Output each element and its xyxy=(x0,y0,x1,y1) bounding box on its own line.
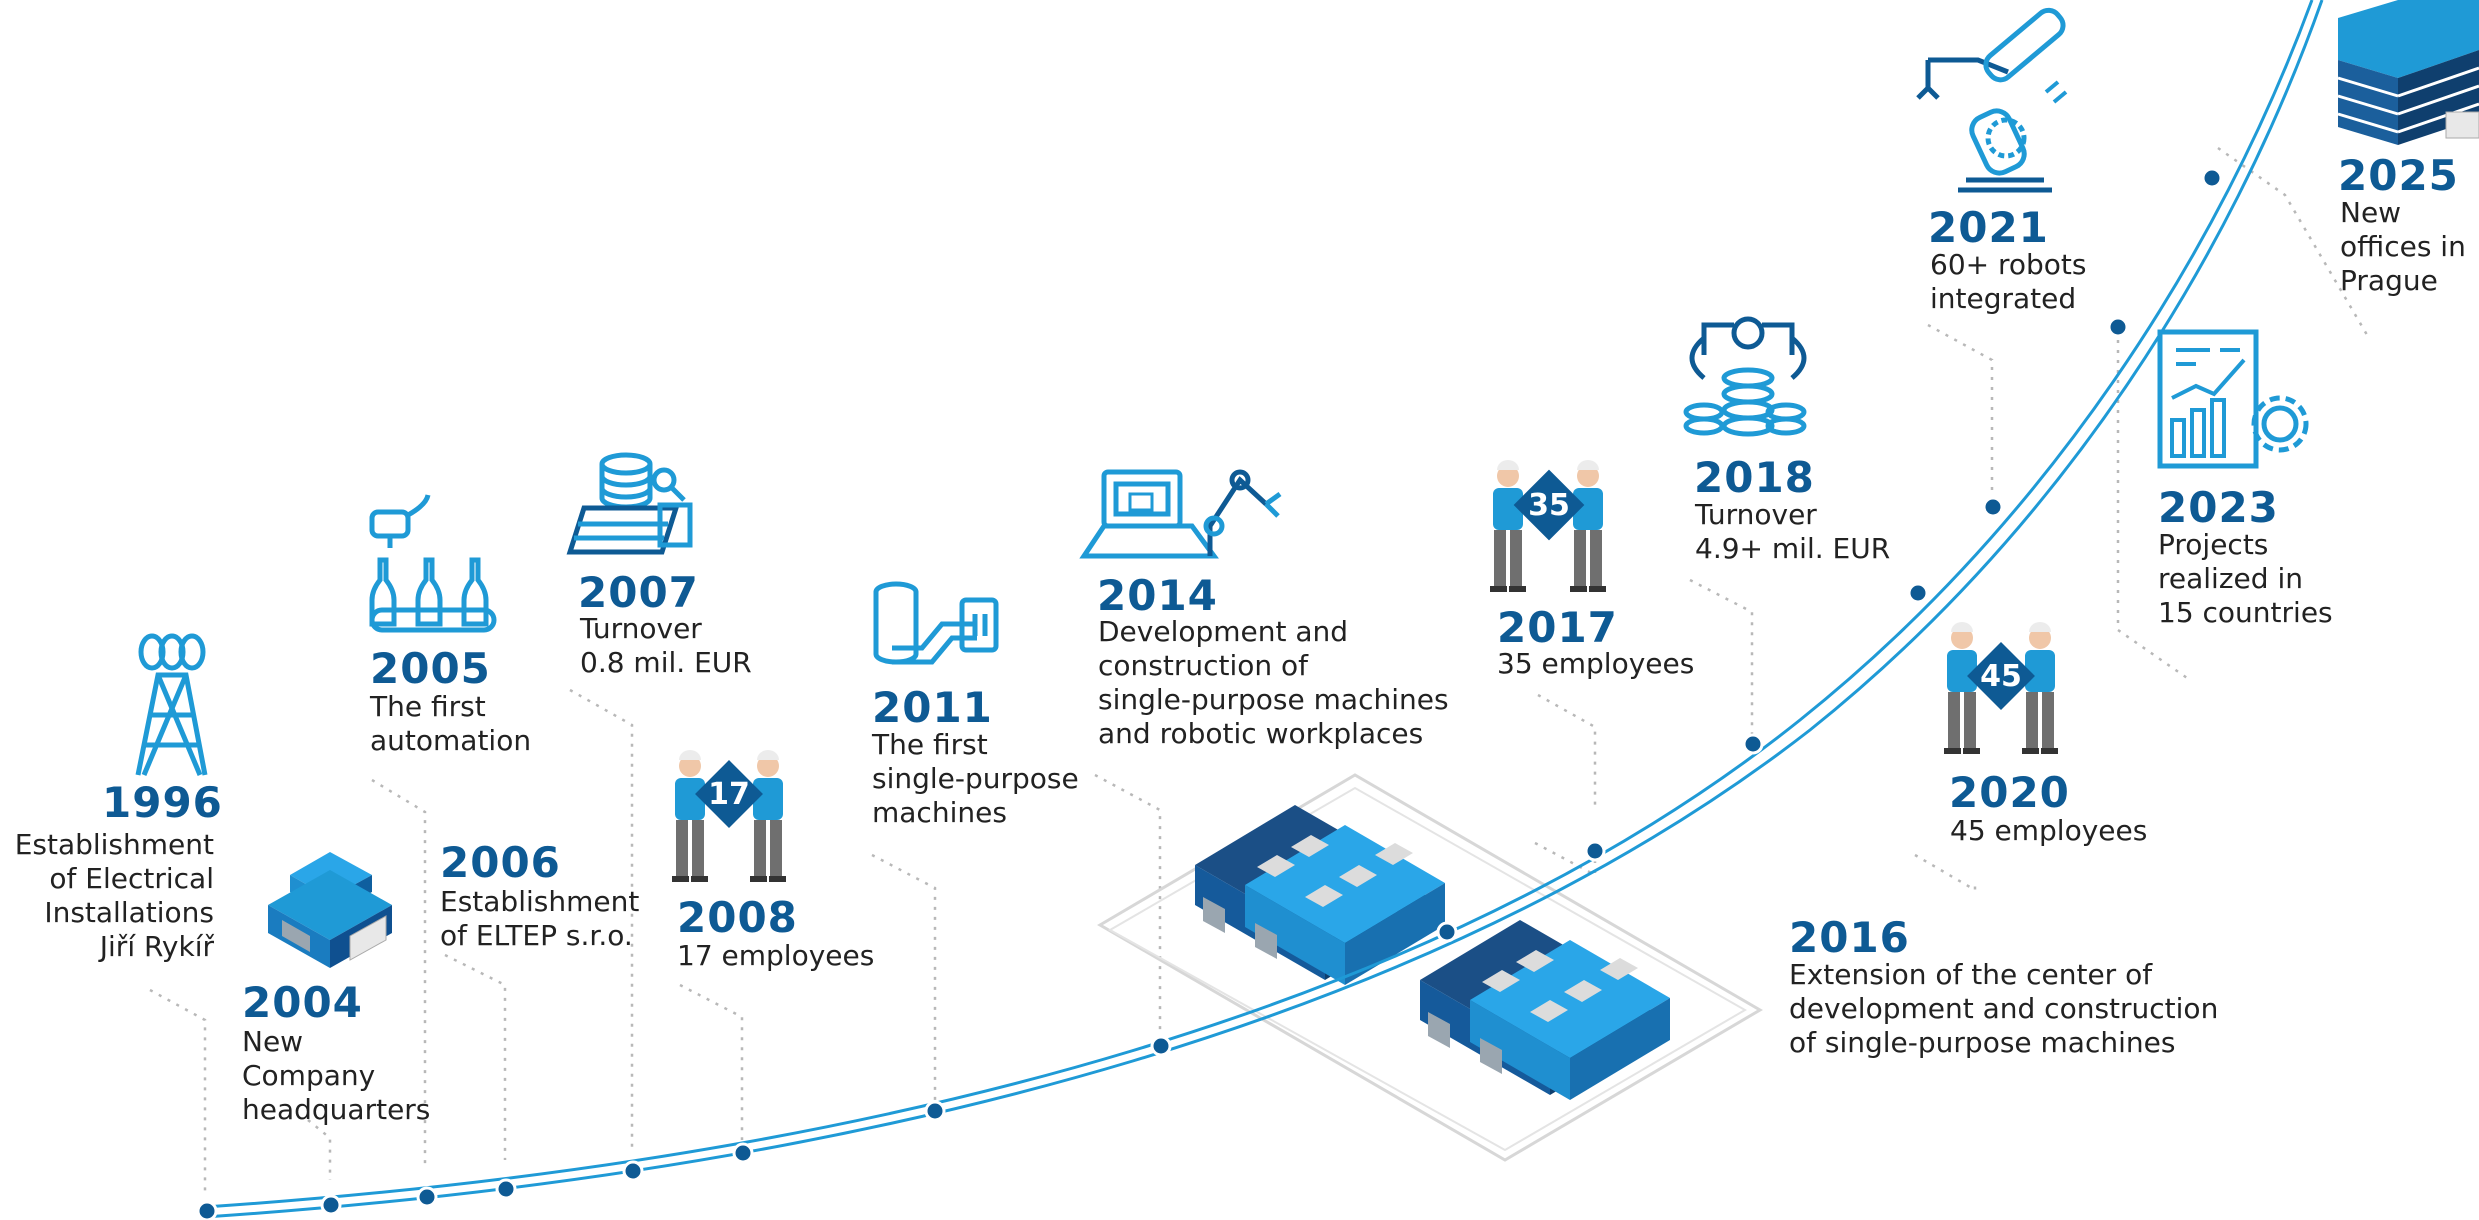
timeline-dot-2020 xyxy=(1907,582,1929,604)
timeline-dot-2023 xyxy=(2107,316,2129,338)
timeline-dot-2017 xyxy=(1584,840,1606,862)
milestone-text-2017: 35 employees xyxy=(1497,647,1695,680)
milestone-year-2018: 2018 xyxy=(1694,453,1815,502)
milestone-year-2020: 2020 xyxy=(1949,768,2070,817)
milestone-text-2018: Turnover 4.9+ mil. EUR xyxy=(1695,498,1891,565)
milestone-year-2021: 2021 xyxy=(1928,203,2049,252)
office-building-icon xyxy=(2337,0,2479,145)
timeline-dot-2006 xyxy=(495,1178,517,1200)
milestone-year-2017: 2017 xyxy=(1497,603,1618,652)
factory-halls-icon xyxy=(1097,773,1763,1162)
workers-icon xyxy=(1490,460,1606,592)
milestone-year-2023: 2023 xyxy=(2158,483,2279,532)
milestone-year-2014: 2014 xyxy=(1097,571,1218,620)
employees-badge-2017: 35 xyxy=(1528,488,1570,523)
timeline-dot-1996 xyxy=(196,1200,218,1220)
milestone-year-2011: 2011 xyxy=(872,683,993,732)
milestone-year-2025: 2025 xyxy=(2338,151,2459,200)
timeline-dot-2005 xyxy=(416,1186,438,1208)
milestone-text-2005: The first automation xyxy=(370,690,532,757)
milestone-year-2004: 2004 xyxy=(242,978,363,1027)
milestone-text-2006: Establishment of ELTEP s.r.o. xyxy=(440,885,640,952)
timeline-dot-2021 xyxy=(1982,496,2004,518)
employees-badge-2008: 17 xyxy=(708,777,750,812)
robot-gripper-coins-icon xyxy=(1683,316,1807,437)
press-machine-icon xyxy=(873,581,999,665)
milestone-text-2025: New offices in Prague xyxy=(2340,196,2466,297)
bottling-line-icon xyxy=(369,494,497,633)
milestone-text-2023: Projects realized in 15 countries xyxy=(2158,528,2333,629)
timeline-dot-2007 xyxy=(622,1160,644,1182)
workers-icon xyxy=(1944,622,2058,754)
milestone-text-2004: New Company headquarters xyxy=(242,1025,431,1126)
milestone-year-2007: 2007 xyxy=(578,568,699,617)
employees-badge-2020: 45 xyxy=(1980,659,2022,694)
timeline-dot-2011 xyxy=(924,1100,946,1122)
power-tower-icon xyxy=(135,633,208,776)
connector-lines xyxy=(149,146,2372,1195)
milestone-text-2021: 60+ robots integrated xyxy=(1930,248,2087,315)
report-chart-icon xyxy=(2157,329,2309,469)
building-icon xyxy=(268,852,392,968)
milestone-text-2014: Development and construction of single-p… xyxy=(1098,615,1449,750)
milestone-year-2006: 2006 xyxy=(440,838,561,887)
robot-arm-icon xyxy=(1916,7,2068,193)
timeline-dot-2014 xyxy=(1150,1035,1172,1057)
milestone-year-2008: 2008 xyxy=(677,893,798,942)
milestone-text-2016: Extension of the center of development a… xyxy=(1789,958,2219,1059)
coin-stack-icon xyxy=(566,452,693,555)
timeline-dot-2018 xyxy=(1742,733,1764,755)
workers-icon xyxy=(672,750,786,882)
timeline-dot-2025 xyxy=(2201,167,2223,189)
timeline-curve xyxy=(204,0,2314,1209)
milestone-year-1996: 1996 xyxy=(102,778,223,827)
robotic-workplace-icon xyxy=(1079,469,1282,559)
milestone-text-1996: Establishment of Electrical Installation… xyxy=(14,828,214,963)
milestone-text-2008: 17 employees xyxy=(677,939,875,972)
timeline-dots xyxy=(196,167,2223,1220)
timeline-dot-2004 xyxy=(320,1194,342,1216)
timeline-dot-2016 xyxy=(1436,921,1458,943)
milestone-text-2007: Turnover 0.8 mil. EUR xyxy=(580,612,752,679)
milestone-year-2005: 2005 xyxy=(370,644,491,693)
milestone-text-2011: The first single-purpose machines xyxy=(872,728,1079,829)
milestone-text-2020: 45 employees xyxy=(1950,814,2148,847)
timeline-dot-2008 xyxy=(732,1142,754,1164)
milestone-year-2016: 2016 xyxy=(1789,913,1910,962)
